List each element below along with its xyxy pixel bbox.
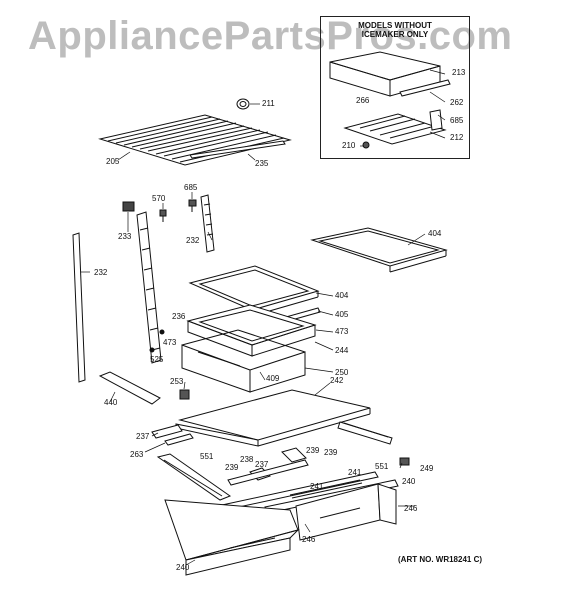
part-label: 246 bbox=[302, 535, 316, 544]
part-label: 405 bbox=[335, 310, 349, 319]
meat-pan bbox=[181, 344, 251, 393]
part-label: 244 bbox=[335, 346, 349, 355]
part-label: 249 bbox=[420, 464, 434, 473]
part-label: 233 bbox=[118, 232, 132, 241]
part-label: 211 bbox=[262, 99, 275, 108]
shelf-front-strip bbox=[189, 140, 286, 159]
part-label: 473 bbox=[163, 338, 177, 347]
part-label: 237 bbox=[255, 460, 269, 469]
part-label: 263 bbox=[130, 450, 144, 459]
inset-label: 210 bbox=[342, 141, 356, 150]
part-label: 241 bbox=[310, 482, 324, 491]
part-label: 232 bbox=[94, 268, 108, 277]
pan-frame bbox=[156, 453, 232, 501]
part-label: 250 bbox=[335, 368, 349, 377]
watermark: AppliancePartsPros.com bbox=[28, 14, 513, 58]
part-label: 685 bbox=[184, 183, 198, 192]
inset-label: 212 bbox=[450, 133, 464, 142]
part-label: 473 bbox=[335, 327, 349, 336]
part-label: 525 bbox=[150, 355, 164, 364]
part-label: 205 bbox=[106, 157, 120, 166]
part-label: 404 bbox=[428, 229, 442, 238]
part-label: 239 bbox=[306, 446, 320, 455]
inset-title: MODELS WITHOUT ICEMAKER ONLY bbox=[321, 21, 469, 39]
part-label: 239 bbox=[225, 463, 239, 472]
screw bbox=[188, 199, 197, 207]
part-label: 440 bbox=[104, 398, 118, 407]
inset-box: MODELS WITHOUT ICEMAKER ONLY bbox=[320, 16, 470, 159]
part-label: 240 bbox=[402, 477, 416, 486]
bracket bbox=[122, 201, 135, 212]
part-label: 551 bbox=[375, 462, 389, 471]
part-label: 239 bbox=[324, 448, 338, 457]
art-number: (ART NO. WR18241 C) bbox=[398, 555, 483, 564]
knob bbox=[236, 98, 250, 110]
inset-label: 213 bbox=[452, 68, 466, 77]
shelf-trim-bar bbox=[98, 371, 161, 405]
inset-label: 262 bbox=[450, 98, 464, 107]
wire-shelf bbox=[98, 114, 292, 166]
inset-title-line2: ICEMAKER ONLY bbox=[361, 30, 429, 39]
part-label: 238 bbox=[240, 455, 254, 464]
ladder-rail bbox=[200, 194, 215, 253]
part-label: 409 bbox=[266, 374, 280, 383]
part-label: 404 bbox=[335, 291, 349, 300]
part-label: 236 bbox=[172, 312, 186, 321]
part-label: 237 bbox=[136, 432, 150, 441]
part-label: 232 bbox=[186, 236, 200, 245]
inset-title-line1: MODELS WITHOUT bbox=[358, 21, 432, 30]
part-label: 246 bbox=[404, 504, 418, 513]
part-label: 241 bbox=[348, 468, 362, 477]
inset-label: 685 bbox=[450, 116, 464, 125]
part-label: 253 bbox=[170, 377, 184, 386]
part-label: 242 bbox=[330, 376, 344, 385]
part-label: 551 bbox=[200, 452, 214, 461]
inset-label: 266 bbox=[356, 96, 370, 105]
cover-glass bbox=[178, 389, 371, 441]
part-label: 570 bbox=[152, 194, 166, 203]
part-label: 240 bbox=[176, 563, 190, 572]
part-label: 235 bbox=[255, 159, 269, 168]
